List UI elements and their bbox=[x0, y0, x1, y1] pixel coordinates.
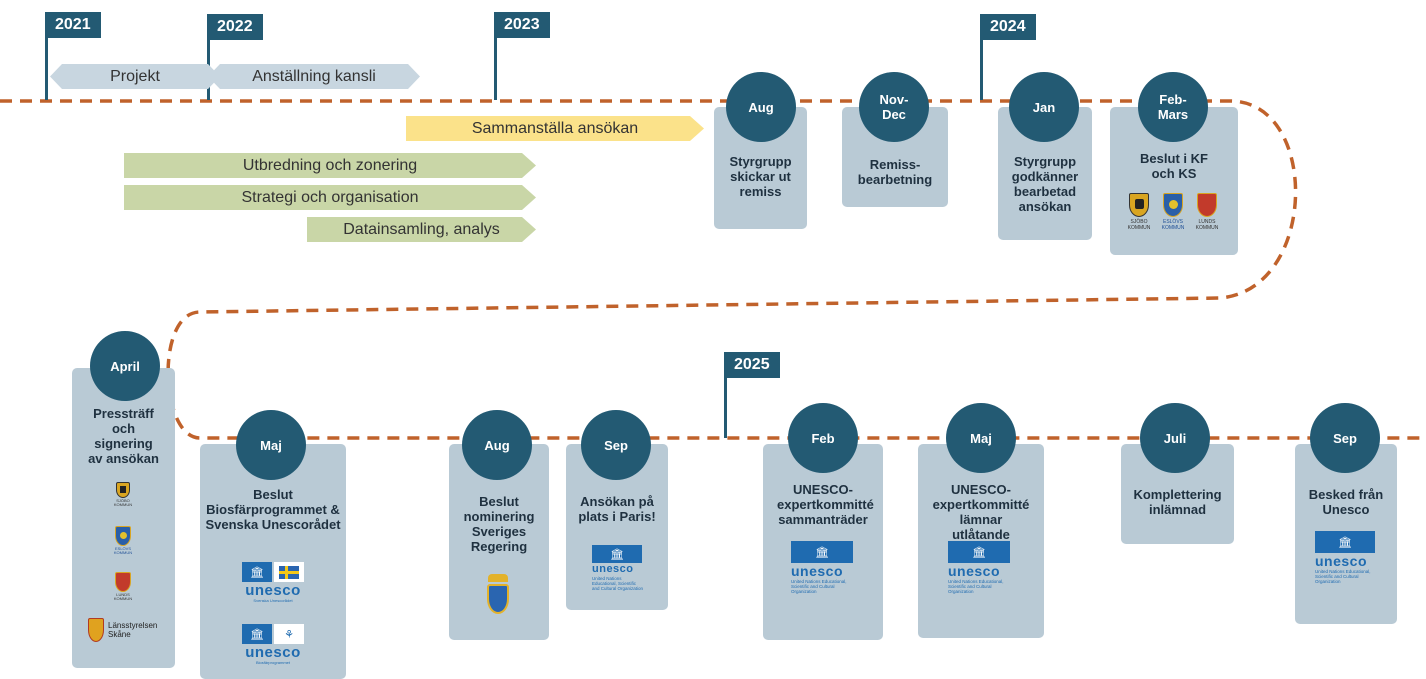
logo-lund-april: LUNDS KOMMUN bbox=[108, 572, 138, 601]
unesco-emblem-icon: 🏛 bbox=[1315, 531, 1375, 553]
logo-unesco-maj-2025: 🏛 unesco United Nations Educational, Sci… bbox=[948, 541, 1012, 594]
milestone-date-sep-2024: Sep bbox=[581, 410, 651, 480]
logo-lund-april-label: LUNDS KOMMUN bbox=[113, 592, 133, 601]
logo-unesco-sep-2025: 🏛 unesco United Nations Educational, Sci… bbox=[1315, 531, 1377, 584]
bar-projekt: Projekt bbox=[50, 64, 220, 89]
unesco-emblem-icon: 🏛 bbox=[592, 545, 642, 563]
milestone-text-nov-dec: Remiss-bearbetning bbox=[857, 157, 933, 187]
unesco-emblem-icon: 🏛 bbox=[791, 541, 853, 563]
logo-unesco-svenska-sub: Svenska Unescorådet bbox=[253, 598, 293, 603]
logo-lansstyrelsen-label: Länsstyrelsen Skåne bbox=[108, 621, 158, 639]
lansstyrelsen-crest-icon bbox=[88, 618, 104, 642]
milestone-card-maj-2025: UNESCO-expertkommitté lämnar utlåtande 🏛… bbox=[918, 444, 1044, 638]
milestone-card-feb-mars: Beslut i KF och KS SJÖBO KOMMUN ESLÖVS K… bbox=[1110, 107, 1238, 255]
bar-anstallning-kansli: Anställning kansli bbox=[208, 64, 420, 89]
milestone-text-maj-2024: Beslut Biosfärprogrammet & Svenska Unesc… bbox=[205, 487, 341, 532]
swedish-crown-crest-icon bbox=[483, 574, 513, 624]
logo-unesco-maj-2025-word: unesco bbox=[948, 563, 1001, 579]
milestone-card-sep-2025: Besked från Unesco 🏛 unesco United Natio… bbox=[1295, 444, 1397, 624]
logo-lansstyrelsen: Länsstyrelsen Skåne bbox=[88, 618, 158, 642]
milestone-text-aug-2023: Styrgrupp skickar ut remiss bbox=[729, 154, 792, 199]
bar-sammanstalla-ansokan: Sammanställa ansökan bbox=[406, 116, 704, 141]
year-pole-2022 bbox=[207, 14, 210, 100]
milestone-date-aug-2023: Aug bbox=[726, 72, 796, 142]
biosphere-icon: ⚘ bbox=[274, 624, 304, 644]
milestone-date-maj-2025: Maj bbox=[946, 403, 1016, 473]
milestone-date-nov-dec: Nov-Dec bbox=[859, 72, 929, 142]
logo-unesco-biosfar: 🏛 ⚘ unesco Biosfärprogrammet bbox=[236, 624, 310, 665]
milestone-date-feb-mars: Feb-Mars bbox=[1138, 72, 1208, 142]
logo-eslov: ESLÖVS KOMMUN bbox=[1158, 193, 1188, 231]
logo-eslov-april: ESLÖVS KOMMUN bbox=[108, 526, 138, 555]
milestone-date-feb-2025: Feb bbox=[788, 403, 858, 473]
milestone-text-maj-2025: UNESCO-expertkommitté lämnar utlåtande bbox=[932, 482, 1030, 542]
milestone-date-jan: Jan bbox=[1009, 72, 1079, 142]
milestone-card-april: Pressträff och signering av ansökan SJÖB… bbox=[72, 368, 175, 668]
year-flag-2024: 2024 bbox=[980, 14, 1036, 40]
swedish-flag-icon bbox=[274, 562, 304, 582]
logo-sjobo-label: SJÖBO KOMMUN bbox=[1127, 219, 1151, 231]
sjobo-crest-icon bbox=[1129, 193, 1149, 217]
milestone-text-feb-2025: UNESCO-expertkommitté sammanträder bbox=[777, 482, 874, 527]
milestone-card-feb-2025: UNESCO-expertkommitté sammanträder 🏛 une… bbox=[763, 444, 883, 640]
logo-unesco-biosfar-sub: Biosfärprogrammet bbox=[255, 660, 290, 665]
unesco-emblem-icon: 🏛 bbox=[948, 541, 1010, 563]
logo-lund: LUNDS KOMMUN bbox=[1192, 193, 1222, 231]
year-pole-2024 bbox=[980, 14, 983, 100]
logo-unesco-feb-2025-sub: United Nations Educational, Scientific a… bbox=[791, 579, 847, 594]
bar-datainsamling-analys: Datainsamling, analys bbox=[307, 217, 536, 242]
logo-sjobo: SJÖBO KOMMUN bbox=[1124, 193, 1154, 231]
logo-unesco-sep-2025-word: unesco bbox=[1315, 553, 1368, 569]
year-pole-2021 bbox=[45, 12, 48, 100]
lund-crest-icon bbox=[115, 572, 131, 592]
logo-unesco-sep-2025-sub: United Nations Educational, Scientific a… bbox=[1315, 569, 1371, 584]
milestone-text-jan: Styrgrupp godkänner bearbetad ansökan bbox=[1011, 154, 1079, 214]
logo-unesco-svenska: 🏛 unesco Svenska Unescorådet bbox=[236, 562, 310, 603]
milestone-date-sep-2025: Sep bbox=[1310, 403, 1380, 473]
milestone-text-sep-2025: Besked från Unesco bbox=[1308, 487, 1384, 517]
logo-unesco-feb-2025: 🏛 unesco United Nations Educational, Sci… bbox=[791, 541, 855, 594]
bar-strategi-organisation: Strategi och organisation bbox=[124, 185, 536, 210]
milestone-text-aug-2024: Beslut nominering Sveriges Regering bbox=[463, 494, 535, 554]
logo-unesco-sep-2024: 🏛 unesco United Nations Educational, Sci… bbox=[592, 545, 644, 591]
logo-sjobo-april: SJÖBO KOMMUN bbox=[108, 482, 138, 507]
bar-utbredning-zonering: Utbredning och zonering bbox=[124, 153, 536, 178]
milestone-date-aug-2024: Aug bbox=[462, 410, 532, 480]
unesco-emblem-icon: 🏛 bbox=[242, 562, 272, 582]
lund-crest-icon bbox=[1197, 193, 1217, 217]
eslov-crest-icon bbox=[115, 526, 131, 546]
year-flag-2021: 2021 bbox=[45, 12, 101, 38]
milestone-card-maj-2024: Beslut Biosfärprogrammet & Svenska Unesc… bbox=[200, 444, 346, 679]
logo-unesco-sep-2024-word: unesco bbox=[592, 563, 634, 575]
year-flag-2022: 2022 bbox=[207, 14, 263, 40]
milestone-date-april: April bbox=[90, 331, 160, 401]
milestone-text-juli: Komplettering inlämnad bbox=[1133, 487, 1222, 517]
logo-unesco-biosfar-word: unesco bbox=[245, 644, 301, 661]
sjobo-crest-icon bbox=[116, 482, 130, 498]
year-pole-2025 bbox=[724, 352, 727, 438]
year-flag-2025: 2025 bbox=[724, 352, 780, 378]
year-pole-2023 bbox=[494, 12, 497, 100]
logo-lund-label: LUNDS KOMMUN bbox=[1195, 219, 1219, 231]
logo-unesco-svenska-word: unesco bbox=[245, 582, 301, 599]
milestone-text-sep-2024: Ansökan på plats i Paris! bbox=[578, 494, 656, 524]
logo-sjobo-april-label: SJÖBO KOMMUN bbox=[113, 498, 133, 507]
milestone-text-april: Pressträff och signering av ansökan bbox=[88, 406, 159, 466]
year-flag-2023: 2023 bbox=[494, 12, 550, 38]
logo-unesco-sep-2024-sub: United Nations Educational, Scientific a… bbox=[592, 576, 644, 591]
milestone-date-maj-2024: Maj bbox=[236, 410, 306, 480]
logo-unesco-feb-2025-word: unesco bbox=[791, 563, 844, 579]
unesco-emblem-icon: 🏛 bbox=[242, 624, 272, 644]
eslov-crest-icon bbox=[1163, 193, 1183, 217]
logo-eslov-april-label: ESLÖVS KOMMUN bbox=[113, 546, 133, 555]
milestone-date-juli: Juli bbox=[1140, 403, 1210, 473]
logo-unesco-maj-2025-sub: United Nations Educational, Scientific a… bbox=[948, 579, 1004, 594]
milestone-text-feb-mars: Beslut i KF och KS bbox=[1140, 151, 1208, 181]
logo-eslov-label: ESLÖVS KOMMUN bbox=[1161, 219, 1185, 231]
